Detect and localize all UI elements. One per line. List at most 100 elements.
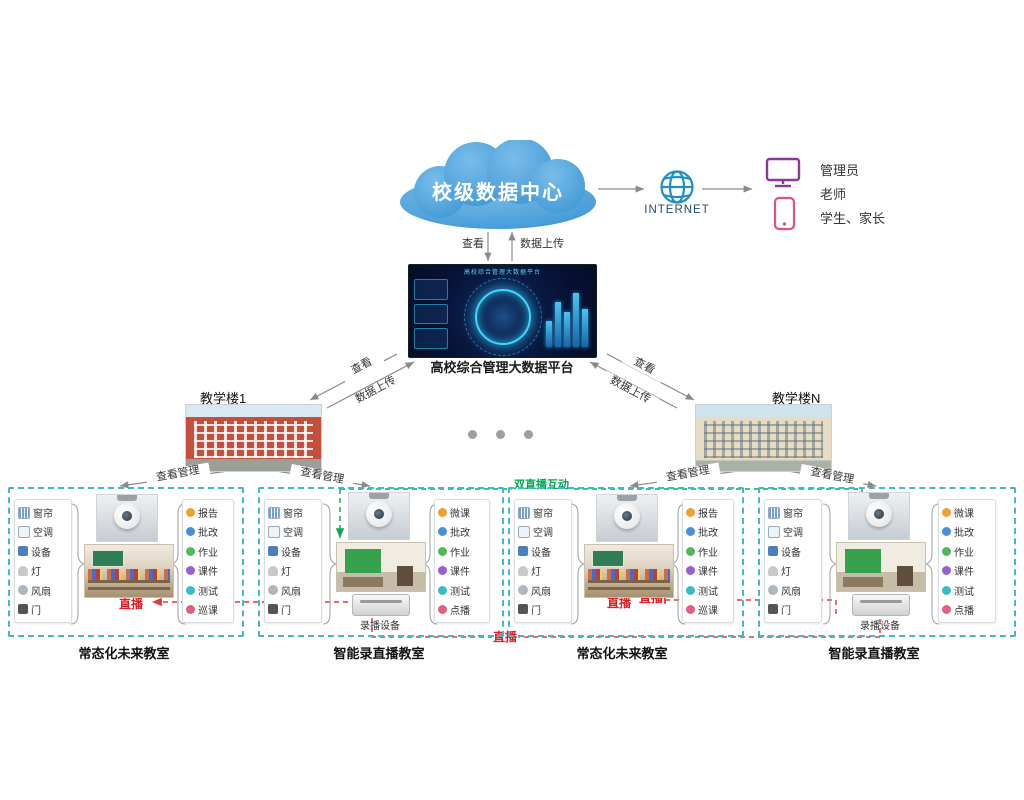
device-item: 空调 bbox=[768, 523, 818, 540]
group4-studio-photo bbox=[836, 542, 926, 592]
device-item: 窗帘 bbox=[268, 504, 318, 521]
feature-item-label: 巡课 bbox=[698, 605, 718, 617]
feature-item: 测试 bbox=[438, 582, 486, 599]
group1-device-panel: 窗帘空调设备灯风扇门 bbox=[14, 499, 72, 623]
device-item-icon bbox=[268, 565, 278, 576]
group2-box bbox=[258, 487, 504, 637]
device-item-label: 风扇 bbox=[281, 586, 301, 598]
feature-item-label: 作业 bbox=[198, 547, 218, 559]
platform-screen-ring bbox=[474, 288, 531, 345]
device-item: 灯 bbox=[768, 562, 818, 579]
platform-screen-title: 高校综合管理大数据平台 bbox=[463, 270, 541, 276]
feature-item: 测试 bbox=[686, 582, 730, 599]
group1-dome-camera-photo bbox=[96, 494, 158, 542]
device-item-icon bbox=[518, 565, 528, 576]
group2-recorder-device bbox=[352, 594, 410, 616]
device-item: 风扇 bbox=[768, 582, 818, 599]
feature-item-label: 巡课 bbox=[198, 605, 218, 617]
group3-box bbox=[508, 487, 744, 637]
data-center-cloud: 校级数据中心 bbox=[392, 140, 604, 234]
ellipsis-dot bbox=[496, 430, 505, 439]
feature-item-label: 作业 bbox=[450, 547, 470, 559]
building1-photo bbox=[185, 404, 322, 472]
device-item-icon bbox=[268, 546, 278, 557]
device-item: 空调 bbox=[268, 523, 318, 540]
platform-dashboard: 高校综合管理大数据平台 bbox=[408, 264, 597, 358]
device-item-icon bbox=[268, 585, 278, 596]
group2-feature-panel: 微课批改作业课件测试点播 bbox=[434, 499, 490, 623]
camera-lens bbox=[374, 509, 384, 519]
device-item-label: 空调 bbox=[283, 528, 303, 540]
device-item-icon bbox=[768, 585, 778, 596]
feature-item: 巡课 bbox=[686, 601, 730, 618]
group2-recorder-label: 录播设备 bbox=[360, 621, 400, 632]
buildingN-label: 教学楼N bbox=[772, 391, 821, 406]
feature-item-icon bbox=[186, 527, 195, 537]
platform-screen-ring-outer bbox=[463, 277, 542, 356]
feature-item: 测试 bbox=[186, 582, 230, 599]
user-label-admin: 管理员 bbox=[820, 163, 860, 178]
device-item-icon bbox=[18, 604, 28, 615]
device-item: 空调 bbox=[18, 523, 68, 540]
device-item: 门 bbox=[268, 601, 318, 618]
green-screen bbox=[845, 549, 881, 573]
device-item-icon bbox=[768, 565, 778, 576]
group3-caption: 常态化未来教室 bbox=[576, 646, 668, 661]
device-item: 灯 bbox=[18, 562, 68, 579]
device-item-icon bbox=[768, 506, 780, 519]
device-item-label: 门 bbox=[281, 605, 291, 617]
device-item: 窗帘 bbox=[18, 504, 68, 521]
feature-item-label: 测试 bbox=[450, 586, 470, 598]
feature-item: 课件 bbox=[186, 562, 230, 579]
device-item-icon bbox=[18, 546, 28, 557]
feature-item-label: 报告 bbox=[198, 509, 218, 520]
device-item-label: 窗帘 bbox=[533, 509, 553, 520]
device-item-label: 设备 bbox=[31, 547, 51, 559]
feature-item-icon bbox=[686, 527, 695, 537]
feature-item: 课件 bbox=[438, 562, 486, 579]
group1-box bbox=[8, 487, 244, 637]
feature-item-icon bbox=[686, 508, 695, 517]
device-item: 设备 bbox=[768, 543, 818, 560]
feature-item: 课件 bbox=[942, 562, 992, 579]
camera-lens bbox=[622, 511, 632, 521]
group1-feature-panel: 报告批改作业课件测试巡课 bbox=[182, 499, 234, 623]
device-item-icon bbox=[18, 565, 28, 576]
device-item-label: 设备 bbox=[781, 547, 801, 559]
chalkboard bbox=[92, 550, 124, 567]
feature-item: 报告 bbox=[186, 504, 230, 521]
feature-item-icon bbox=[438, 604, 447, 614]
platform-screen-bars bbox=[546, 283, 588, 347]
device-item-icon bbox=[518, 546, 528, 557]
internet-label: INTERNET bbox=[644, 204, 710, 216]
device-item-icon bbox=[768, 546, 778, 557]
feature-item: 巡课 bbox=[186, 601, 230, 618]
device-item: 风扇 bbox=[518, 582, 568, 599]
group3-classroom-photo bbox=[584, 544, 674, 598]
device-item-icon bbox=[268, 525, 280, 538]
feature-item-icon bbox=[942, 546, 951, 556]
group4-recorder-label: 录播设备 bbox=[860, 621, 900, 632]
feature-item: 批改 bbox=[438, 523, 486, 540]
device-item-label: 灯 bbox=[781, 567, 791, 579]
brace bbox=[924, 503, 940, 625]
device-item: 设备 bbox=[518, 543, 568, 560]
feature-item: 课件 bbox=[686, 562, 730, 579]
feature-item-label: 课件 bbox=[954, 567, 974, 579]
feature-item-icon bbox=[942, 585, 951, 595]
device-item: 空调 bbox=[518, 523, 568, 540]
device-item-icon bbox=[18, 585, 28, 596]
live-link-group4-group3 bbox=[656, 595, 837, 614]
buildingN-photo bbox=[695, 404, 832, 472]
feature-item-label: 点播 bbox=[954, 605, 974, 617]
group2-device-panel: 窗帘空调设备灯风扇门 bbox=[264, 499, 322, 623]
device-item-icon bbox=[18, 525, 30, 538]
feature-item-icon bbox=[942, 527, 951, 537]
device-item-label: 灯 bbox=[531, 567, 541, 579]
feature-item-icon bbox=[438, 546, 447, 556]
monitor-icon bbox=[765, 157, 801, 188]
recorder-slot bbox=[860, 600, 902, 603]
green-screen bbox=[345, 549, 381, 573]
